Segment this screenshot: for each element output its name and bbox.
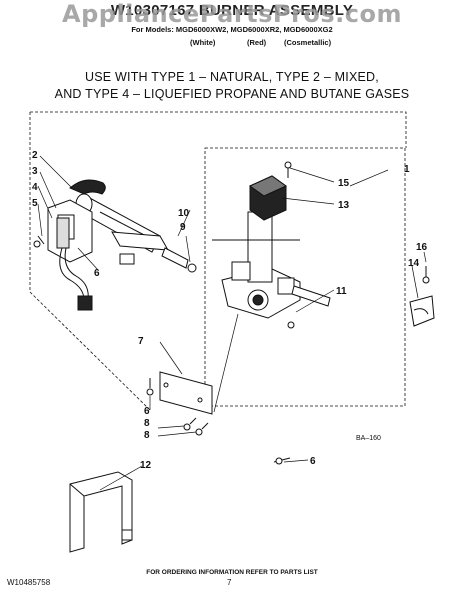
burner-support (69, 471, 133, 553)
callout-8-upper: 8 (144, 418, 150, 429)
callout-4: 4 (32, 182, 38, 193)
callout-3: 3 (32, 166, 38, 177)
callout-2: 2 (32, 150, 38, 161)
callout-6-lower: 6 (144, 406, 150, 417)
model-list: For Models: MGD6000XW2, MGD6000XR2, MGD6… (131, 25, 333, 34)
callout-1: 1 (404, 164, 410, 175)
color-white: (White) (190, 38, 216, 47)
diagram-code: BA–160 (356, 435, 381, 442)
mounting-bracket (159, 371, 213, 415)
watermark: AppliancePartsPros.com (62, 0, 402, 28)
burner-bracket (47, 199, 93, 263)
usage-line-1: USE WITH TYPE 1 – NATURAL, TYPE 2 – MIXE… (85, 70, 379, 84)
screws-8 (183, 417, 209, 436)
flame-sensor (111, 231, 197, 273)
solenoid-coil (249, 175, 287, 221)
color-red: (Red) (247, 38, 267, 47)
gas-valve (212, 211, 331, 329)
assembly-frame-diag (29, 291, 151, 411)
callout-10: 10 (178, 208, 190, 219)
callout-12: 12 (140, 460, 152, 471)
callout-11: 11 (336, 286, 347, 297)
screw-6-bottom (273, 457, 291, 465)
screw-15 (284, 161, 292, 178)
callout-9: 9 (180, 222, 186, 233)
page-number: 7 (227, 578, 232, 587)
callout-15: 15 (338, 178, 350, 189)
callout-8: 8 (144, 430, 150, 441)
valve-frame (204, 147, 406, 407)
callout-13: 13 (338, 200, 350, 211)
callout-6: 6 (94, 268, 100, 279)
document-number: W10485758 (7, 578, 51, 587)
screw-5 (33, 235, 45, 248)
diagram-title: W10307167 BURNER ASSEMBLY (110, 2, 354, 19)
leader-lines (37, 155, 427, 491)
color-cosmetallic: (Cosmetallic) (284, 38, 332, 47)
callout-14: 14 (408, 258, 420, 269)
callout-5: 5 (32, 198, 38, 209)
usage-line-2: AND TYPE 4 – LIQUEFIED PROPANE AND BUTAN… (54, 87, 410, 101)
callout-16: 16 (416, 242, 428, 253)
ordering-info: FOR ORDERING INFORMATION REFER TO PARTS … (146, 569, 318, 576)
harness-clip (409, 266, 435, 327)
screw-6-lower (146, 378, 154, 396)
assembly-frame (30, 111, 407, 148)
callout-6-bottom: 6 (310, 456, 316, 467)
igniter (56, 217, 93, 311)
callout-7: 7 (138, 336, 144, 347)
